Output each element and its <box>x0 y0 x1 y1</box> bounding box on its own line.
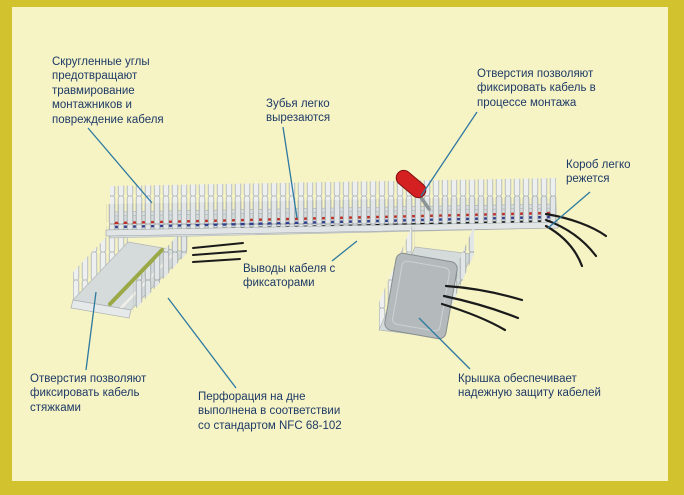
leader-rounded-corners <box>87 127 153 204</box>
label-perforation: Перфорация на дне выполнена в соответств… <box>198 391 342 432</box>
label-holes-mounting: Отверстия позволяют фиксировать кабель в… <box>477 68 596 109</box>
red-tool-tip <box>418 194 431 211</box>
label-duct-cut: Короб легко режется <box>566 159 631 186</box>
leader-cable-outlets <box>331 240 358 262</box>
leader-lines <box>85 111 591 389</box>
bottom-wire-fan <box>440 284 524 332</box>
left-branch-near-wall-teeth <box>133 224 188 312</box>
label-cable-outlets: Выводы кабеля с фиксаторами <box>243 263 336 290</box>
red-tool-handle <box>395 169 427 199</box>
label-teeth: Зубья легко вырезаются <box>266 98 331 125</box>
red-tool <box>395 169 431 211</box>
right-end-cables <box>544 212 608 268</box>
main-duct-front-teeth <box>106 196 558 232</box>
leader-cover <box>418 317 471 370</box>
label-holes-ties: Отверстия позволяют фиксировать кабель с… <box>30 373 147 414</box>
label-cover: Крышка обеспечивает надежную защиту кабе… <box>458 373 601 400</box>
main-duct-front-rail <box>105 221 559 237</box>
left-branch-end-cap <box>70 299 132 319</box>
leader-holes-ties <box>85 291 97 371</box>
bottom-branch-duct <box>378 219 474 340</box>
leader-perforation <box>167 297 237 389</box>
leader-holes-mounting <box>420 111 478 197</box>
leader-duct-cut <box>547 191 591 229</box>
label-rounded-corners: Скругленные углы предотвращают травмиров… <box>52 56 164 126</box>
duct-cover <box>384 252 458 340</box>
left-branch-duct <box>70 214 188 319</box>
left-wire-fan <box>192 242 247 263</box>
green-cable <box>108 248 164 306</box>
duct-cover-highlight <box>392 260 450 332</box>
main-duct <box>105 178 559 239</box>
leader-teeth <box>282 126 298 219</box>
